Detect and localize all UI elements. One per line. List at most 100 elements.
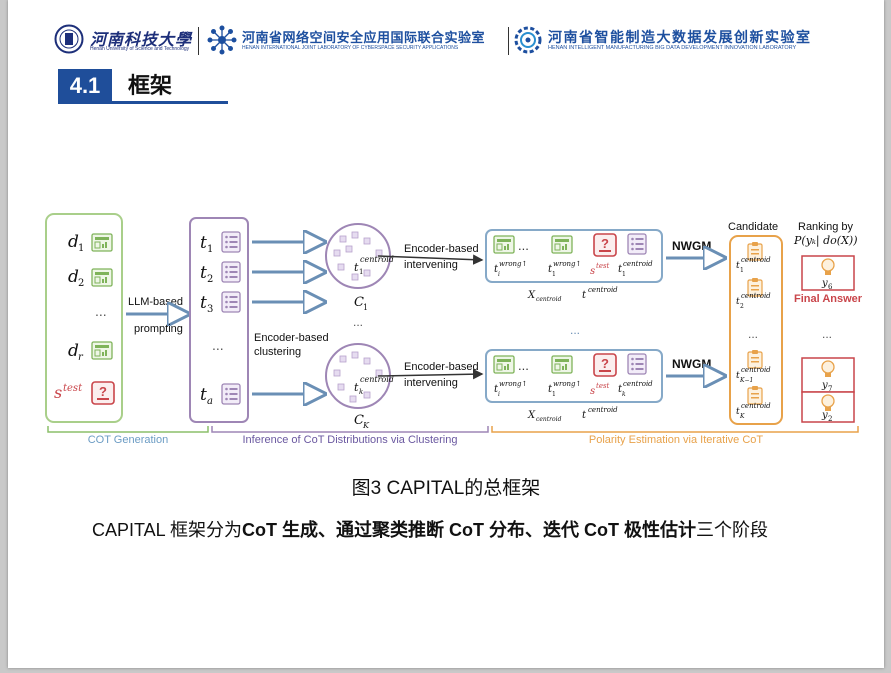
svg-text:test: test: [596, 382, 610, 390]
svg-text:1: 1: [622, 271, 626, 278]
ta-label: t: [200, 385, 207, 405]
lab1-logo-block: 河南省网络空间安全应用国际联合实验室 HENAN INTERNATIONAL J…: [206, 24, 506, 58]
lab1-network-icon: [207, 25, 237, 55]
document-icon: [91, 233, 113, 252]
svg-text:1: 1: [740, 267, 744, 274]
svg-text:1: 1: [552, 271, 556, 278]
stage1-label: COT Generation: [88, 434, 169, 446]
svg-text:7: 7: [828, 385, 832, 393]
encoder-clustering-label-2: clustering: [254, 346, 301, 358]
d1-label: d: [68, 232, 79, 252]
stest-label: s: [54, 383, 62, 402]
lab1-name-en: HENAN INTERNATIONAL JOINT LABORATORY OF …: [242, 45, 459, 51]
university-name-en: Henan University of Science and Technolo…: [90, 46, 190, 52]
svg-text:1: 1: [359, 268, 363, 276]
svg-text:t: t: [582, 410, 587, 421]
section-underline: [58, 101, 228, 104]
cluster-arrows: [252, 242, 324, 394]
svg-text:t: t: [354, 381, 359, 394]
svg-text:centroid: centroid: [588, 406, 618, 414]
encoder-intervening-label-2: intervening: [404, 259, 458, 271]
iteration-box-1: [485, 229, 663, 283]
ellipsis: ...: [822, 327, 832, 341]
figure-caption: 图3 CAPITAL的总框架: [351, 478, 541, 499]
svg-text:centroid: centroid: [741, 402, 771, 410]
framework-description: CAPITAL 框架分为CoT 生成、通过聚类推断 CoT 分布、迭代 CoT …: [92, 520, 769, 540]
svg-text:wrong↑: wrong↑: [499, 380, 527, 388]
iteration-box-k: [485, 349, 663, 403]
prompting-label: prompting: [134, 323, 183, 335]
list-icon: [221, 383, 241, 405]
document-icon: [91, 268, 113, 287]
svg-text:wrong↑: wrong↑: [553, 380, 581, 388]
stage1-bracket: [47, 426, 209, 433]
nwgm-label: NWGM: [672, 239, 711, 253]
lab2-name-cn: 河南省智能制造大数据发展创新实验室: [548, 29, 812, 45]
svg-text:t: t: [618, 384, 623, 395]
university-seal-icon: [54, 24, 84, 54]
t3-label: t: [200, 293, 207, 313]
svg-text:test: test: [63, 383, 83, 394]
encoder-intervening-label-2: intervening: [404, 377, 458, 389]
svg-text:2: 2: [828, 415, 832, 423]
svg-text:2: 2: [740, 303, 744, 310]
svg-text:K−1: K−1: [739, 377, 753, 384]
stage2-bracket: [211, 426, 489, 433]
ellipsis: ...: [212, 337, 224, 353]
ck-label: C: [354, 413, 364, 428]
c1-label: C: [354, 295, 364, 310]
svg-text:wrong↑: wrong↑: [553, 260, 581, 268]
svg-text:t: t: [582, 290, 587, 301]
svg-text:K: K: [739, 413, 745, 420]
university-logo-block: 河南科技大學 Henan University of Science and T…: [54, 24, 194, 58]
svg-text:t: t: [736, 371, 740, 381]
svg-text:centroid: centroid: [741, 366, 771, 374]
svg-text:t: t: [618, 264, 623, 275]
document-icon: [91, 341, 113, 360]
svg-text:...: ...: [518, 238, 529, 253]
section-title: 框架: [128, 73, 173, 98]
d2-label: d: [68, 267, 79, 287]
cot-generation-box: [45, 213, 123, 423]
stage3-bracket: [491, 426, 859, 433]
svg-text:t: t: [548, 384, 553, 395]
stage2-label: Inference of CoT Distributions via Clust…: [242, 434, 457, 446]
svg-text:X: X: [527, 290, 536, 301]
svg-text:k: k: [359, 388, 363, 396]
svg-text:t: t: [736, 261, 740, 271]
svg-text:i: i: [498, 391, 500, 398]
svg-text:1: 1: [78, 243, 84, 254]
encoder-intervening-label-1: Encoder-based: [404, 361, 479, 373]
svg-text:centroid: centroid: [623, 260, 653, 268]
header-divider: [508, 27, 509, 55]
svg-text:centroid: centroid: [741, 256, 771, 264]
svg-text:centroid: centroid: [623, 380, 653, 388]
ranking-formula: P(yₖ| do(X)): [793, 234, 858, 248]
svg-text:s: s: [590, 266, 595, 277]
svg-text:centroid: centroid: [536, 296, 562, 303]
question-icon: [91, 381, 115, 405]
stage3-label: Polarity Estimation via Iterative CoT: [589, 434, 764, 446]
svg-text:1: 1: [552, 391, 556, 398]
svg-text:a: a: [207, 396, 213, 407]
ranking-by-label: Ranking by: [798, 221, 854, 233]
svg-text:r: r: [78, 352, 84, 363]
svg-text:1: 1: [207, 244, 213, 255]
svg-text:2: 2: [207, 274, 213, 285]
svg-text:...: ...: [518, 358, 529, 373]
svg-text:1: 1: [363, 303, 368, 312]
nwgm-label: NWGM: [672, 357, 711, 371]
svg-text:X: X: [527, 410, 536, 421]
ellipsis: ...: [353, 315, 363, 329]
svg-text:t: t: [494, 264, 499, 275]
svg-text:t: t: [494, 384, 499, 395]
svg-text:centroid: centroid: [360, 255, 394, 264]
lab2-logo-block: 河南省智能制造大数据发展创新实验室 HENAN INTELLIGENT MANU…: [512, 24, 872, 58]
svg-text:s: s: [590, 386, 595, 397]
t1-label: t: [200, 233, 207, 253]
intervening-arrow: [377, 368, 484, 380]
svg-text:6: 6: [828, 283, 833, 291]
lab1-name-cn: 河南省网络空间安全应用国际联合实验室: [242, 30, 486, 45]
intervening-arrow: [377, 254, 484, 265]
svg-text:y: y: [821, 278, 828, 289]
